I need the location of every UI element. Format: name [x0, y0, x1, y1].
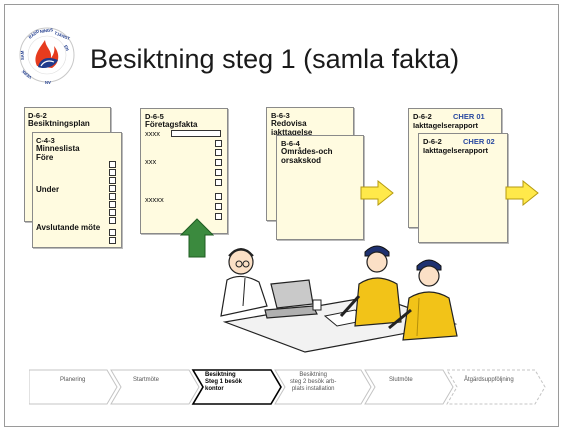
checkbox	[109, 177, 116, 184]
checkbox	[109, 185, 116, 192]
doc-code: B-6-4	[281, 139, 300, 148]
process-step-atgardsuppfoljning: Åtgärdsuppföljning	[464, 377, 514, 384]
svg-text:NINGS: NINGS	[39, 27, 53, 34]
doc-code: D-6-2	[413, 112, 432, 121]
checkbox	[109, 193, 116, 200]
document-iakttagelserapport-2: D-6-2 CHER 02 Iakttagelserapport	[418, 133, 508, 243]
organization-logo: RÄDD NINGS TJÄNST EN SAM VERK AN	[19, 27, 75, 84]
process-step-shape	[446, 369, 546, 405]
svg-text:VERK: VERK	[21, 69, 33, 80]
step-label: Besiktning	[205, 372, 236, 378]
checkbox	[215, 159, 222, 166]
doc-line: Minneslista	[36, 144, 80, 153]
svg-text:TJÄNST: TJÄNST	[54, 30, 71, 41]
checkbox	[109, 217, 116, 224]
meeting-illustration	[220, 245, 458, 353]
text-field	[171, 130, 221, 137]
process-step-shape	[274, 369, 372, 405]
arrow-right-icon	[505, 180, 539, 206]
checkbox	[109, 237, 116, 244]
doc-code: B-6-3	[271, 111, 290, 120]
document-minneslista: C-4-3 Minneslista Före Under Avslutande …	[32, 132, 122, 248]
doc-code: D-6-2	[28, 111, 47, 120]
doc-code: D-6-2	[423, 137, 442, 146]
svg-text:RÄDD: RÄDD	[28, 28, 41, 39]
arrow-right-icon	[360, 180, 394, 206]
checkbox	[109, 229, 116, 236]
checkbox	[215, 169, 222, 176]
checkbox	[215, 179, 222, 186]
document-foretagsfakta: D-6-5 Företagsfakta xxxx xxx xxxxx	[140, 108, 228, 234]
checkbox	[109, 201, 116, 208]
doc-line: Redovisa	[271, 119, 307, 128]
doc-name: Företagsfakta	[145, 120, 198, 129]
doc-line: Före	[36, 153, 54, 162]
checkbox	[215, 149, 222, 156]
svg-text:AN: AN	[45, 80, 51, 84]
doc-row: xxxxx	[145, 195, 164, 204]
doc-line: Under	[36, 185, 60, 194]
svg-text:EN: EN	[63, 44, 70, 51]
doc-line: orsakskod	[281, 156, 322, 165]
doc-line: Områdes-och	[281, 147, 333, 156]
step-label: Steg 1 besök	[205, 379, 243, 385]
svg-text:SAM: SAM	[20, 50, 25, 60]
checkbox	[215, 140, 222, 147]
step-label: kontor	[205, 386, 224, 392]
checkbox	[109, 161, 116, 168]
process-step-shape	[364, 369, 454, 405]
step-label: Slutmöte	[389, 377, 413, 383]
process-step-besiktning-1: Besiktning Steg 1 besök kontor	[205, 372, 242, 393]
doc-name: Iakttagelserapport	[413, 121, 479, 130]
step-label: Åtgärdsuppföljning	[464, 377, 514, 383]
doc-name: Besiktningsplan	[28, 119, 90, 128]
step-label: Planering	[60, 377, 86, 383]
step-label: steg 2 besök arb-	[290, 379, 337, 385]
document-omrades-och-orsakskod: B-6-4 Områdes-och orsakskod	[276, 135, 364, 240]
checkbox	[109, 209, 116, 216]
checkbox	[215, 203, 222, 210]
process-chevron-bar	[29, 369, 546, 405]
doc-tag: CHER 01	[453, 112, 485, 121]
doc-name: Iakttagelserapport	[423, 146, 489, 155]
process-step-startmote: Startmöte	[133, 377, 159, 384]
process-step-slutmote: Slutmöte	[389, 377, 413, 384]
step-label: Besiktning	[299, 372, 328, 378]
process-step-shape	[29, 369, 118, 405]
step-label: plats installation	[291, 386, 335, 392]
doc-line: iakttagelse	[271, 128, 313, 137]
checkbox	[215, 193, 222, 200]
step-label: Startmöte	[133, 377, 160, 383]
doc-code: C-4-3	[36, 136, 55, 145]
doc-tag: CHER 02	[463, 137, 495, 146]
checkbox	[109, 169, 116, 176]
doc-line: Avslutande möte	[36, 223, 101, 232]
doc-code: D-6-5	[145, 112, 164, 121]
doc-row: xxxx	[145, 129, 160, 138]
process-step-besiktning-2: Besiktning steg 2 besök arb- plats insta…	[290, 372, 336, 393]
doc-row: xxx	[145, 157, 157, 166]
slide-title: Besiktning steg 1 (samla fakta)	[90, 44, 460, 74]
process-step-planering: Planering	[60, 377, 85, 384]
arrow-up-icon	[180, 218, 214, 258]
process-step-shape-active	[191, 369, 282, 405]
process-step-shape	[110, 369, 200, 405]
checkbox	[215, 213, 222, 220]
